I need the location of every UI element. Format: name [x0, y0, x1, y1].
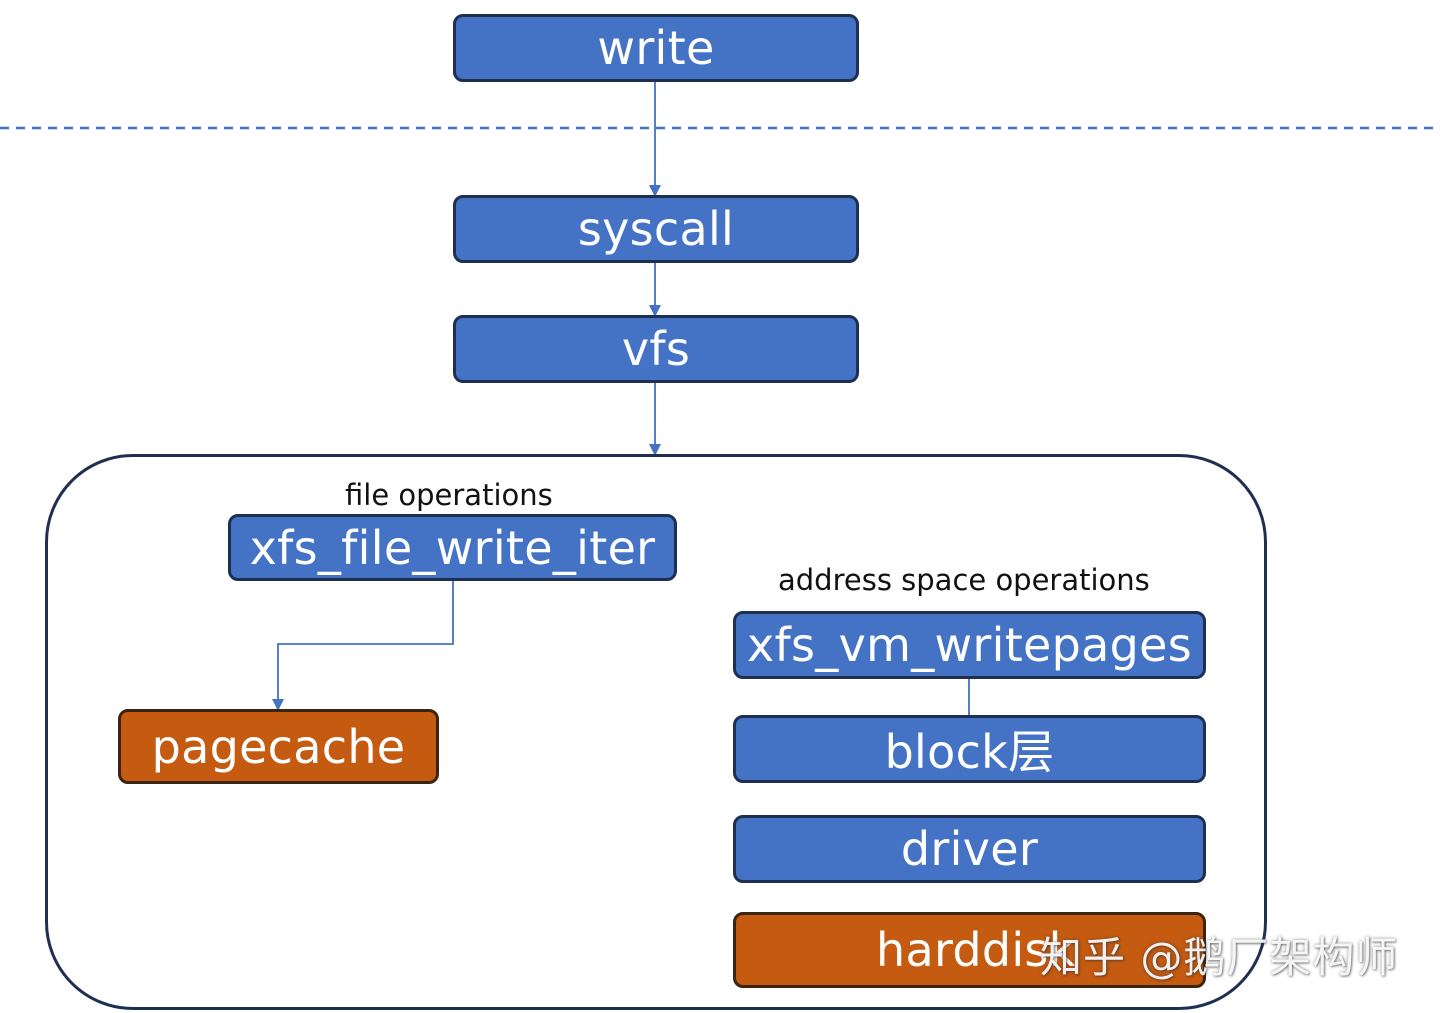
address-space-operations-label: address space operations [778, 563, 1150, 597]
write-node-label: write [597, 21, 715, 75]
vfs-node-label: vfs [621, 322, 691, 376]
driver-node: driver [733, 815, 1206, 883]
syscall-node: syscall [453, 195, 859, 263]
xfs-operations-group [45, 454, 1267, 1010]
pagecache-node: pagecache [118, 709, 439, 784]
driver-label: driver [900, 822, 1039, 876]
syscall-node-label: syscall [577, 202, 735, 256]
file-operations-label: file operations [345, 478, 553, 512]
pagecache-label: pagecache [151, 719, 406, 774]
xfs-file-write-iter-node: xfs_file_write_iter [228, 514, 677, 581]
harddisk-node: harddisk [733, 912, 1206, 988]
block-layer-node: block层 [733, 715, 1206, 783]
edge-xfs-file-write-iter-to-pagecache [272, 581, 454, 711]
xfs-file-write-iter-label: xfs_file_write_iter [249, 520, 656, 575]
vfs-node: vfs [453, 315, 859, 383]
zhihu-watermark: 知乎 @鹅厂架构师 [1040, 933, 1399, 982]
write-node: write [453, 14, 859, 82]
harddisk-label: harddisk [876, 923, 1076, 977]
xfs-vm-writepages-label: xfs_vm_writepages [746, 618, 1193, 672]
block-layer-label: block层 [884, 725, 1055, 779]
xfs-vm-writepages-node: xfs_vm_writepages [733, 611, 1206, 679]
